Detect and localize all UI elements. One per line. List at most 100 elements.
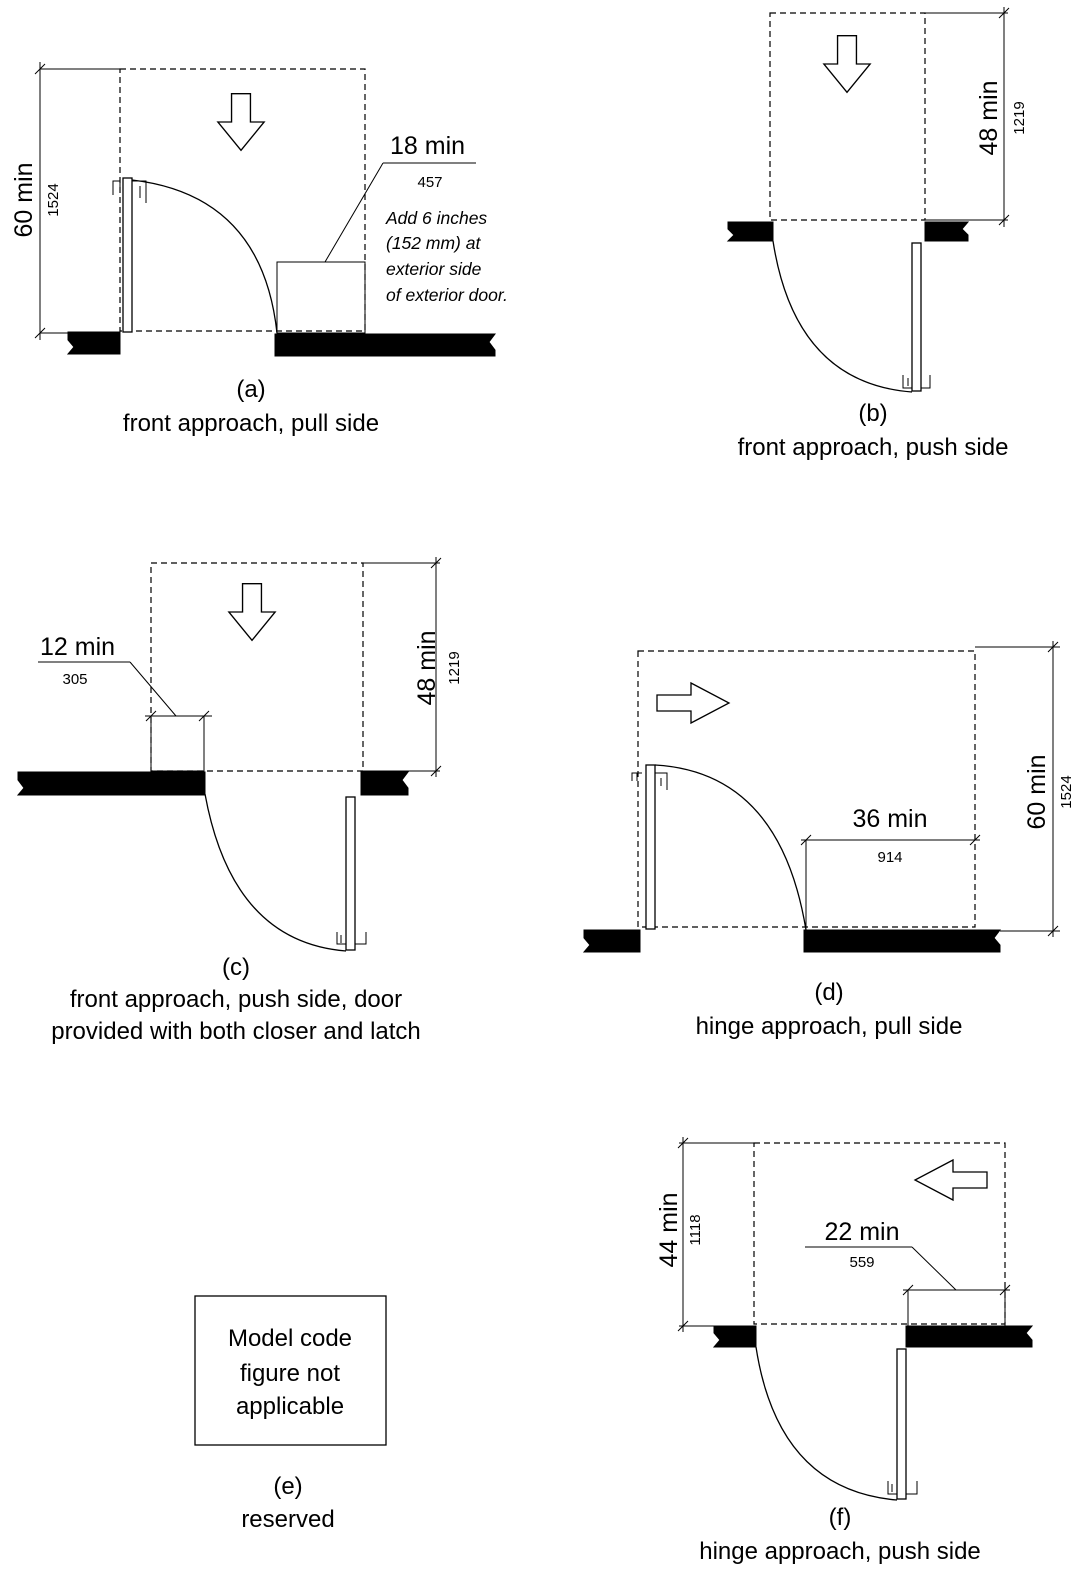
figure-d: 60 min 1524 36 min 914 (d) hinge approac… bbox=[582, 641, 1075, 1040]
door-swing-arc-f bbox=[755, 1346, 898, 1501]
latch-dimension-c: 12 min bbox=[40, 633, 115, 661]
dim-tick bbox=[999, 1284, 1011, 1296]
figure-caption-a: front approach, pull side bbox=[123, 410, 379, 437]
dim-tick bbox=[800, 834, 812, 846]
approach-arrow-right-icon bbox=[656, 682, 730, 724]
door-hardware-icon bbox=[336, 932, 367, 945]
wall-left-c bbox=[16, 771, 206, 796]
dim-tick bbox=[969, 834, 981, 846]
dim-tick bbox=[677, 1137, 689, 1149]
door-swing-arc-b bbox=[772, 240, 913, 393]
figure-letter-c: (c) bbox=[222, 954, 250, 981]
depth-dimension-a: 60 min bbox=[10, 162, 38, 237]
box-text-line-1: Model code bbox=[228, 1325, 352, 1352]
latch-metric-c: 305 bbox=[62, 671, 87, 688]
note-line-1: Add 6 inches bbox=[385, 208, 487, 228]
dim-tick bbox=[34, 327, 46, 339]
latch-metric-d: 914 bbox=[877, 849, 902, 866]
figure-caption-f: hinge approach, push side bbox=[699, 1538, 981, 1565]
wall-left-a bbox=[66, 331, 121, 355]
depth-dimension-c: 48 min bbox=[413, 630, 441, 705]
depth-metric-b: 1219 bbox=[1011, 101, 1028, 134]
depth-metric-a: 1524 bbox=[45, 183, 62, 216]
note-line-4: of exterior door. bbox=[386, 285, 508, 305]
wall-right-f bbox=[905, 1325, 1034, 1348]
latch-dimension-f: 22 min bbox=[824, 1218, 899, 1246]
figure-letter-d: (d) bbox=[814, 979, 843, 1006]
wall-left-f bbox=[712, 1325, 757, 1348]
depth-metric-d: 1524 bbox=[1058, 775, 1075, 808]
door-leaf-f bbox=[896, 1348, 907, 1500]
figure-e: Model code figure not applicable (e) res… bbox=[194, 1295, 387, 1533]
figure-a: 60 min 1524 18 min 457 Add 6 inches (152… bbox=[10, 62, 508, 437]
depth-metric-c: 1219 bbox=[446, 651, 463, 684]
figure-letter-a: (a) bbox=[236, 376, 265, 403]
figure-letter-e: (e) bbox=[273, 1473, 302, 1500]
wall-right-c bbox=[360, 771, 409, 796]
dim-tick bbox=[677, 1320, 689, 1332]
door-leaf-c bbox=[345, 796, 356, 951]
figure-letter-f: (f) bbox=[829, 1504, 852, 1531]
dim-tick bbox=[198, 710, 210, 722]
wall-right-a bbox=[274, 333, 496, 357]
door-swing-arc-d bbox=[654, 764, 807, 931]
note-line-3: exterior side bbox=[386, 259, 482, 279]
clear-floor-space-c bbox=[150, 562, 364, 772]
figure-b: 48 min 1219 (b) front approach, push sid… bbox=[726, 7, 1028, 461]
box-text-line-2: figure not bbox=[240, 1360, 340, 1387]
figure-f: 44 min 1118 22 min 559 (f) hinge approac… bbox=[655, 1137, 1034, 1565]
leader-line-a bbox=[324, 162, 384, 263]
figure-caption-c-line-2: provided with both closer and latch bbox=[51, 1018, 421, 1045]
latch-metric-f: 559 bbox=[849, 1254, 874, 1271]
dim-tick bbox=[430, 557, 442, 569]
wall-right-d bbox=[803, 929, 1001, 953]
latch-dimension-a: 18 min bbox=[390, 132, 465, 160]
note-line-2: (152 mm) at bbox=[386, 233, 481, 253]
latch-side-clearance-a bbox=[276, 261, 366, 334]
dim-tick bbox=[998, 214, 1010, 226]
figure-c: 48 min 1219 12 min 305 (c) front approac… bbox=[16, 557, 463, 1045]
figure-caption-d: hinge approach, pull side bbox=[696, 1013, 963, 1040]
not-applicable-box bbox=[194, 1295, 387, 1446]
door-leaf-a bbox=[122, 177, 133, 333]
figure-letter-b: (b) bbox=[858, 400, 887, 427]
figure-caption-c-line-1: front approach, push side, door bbox=[70, 986, 402, 1013]
wall-left-b bbox=[726, 221, 774, 242]
clear-floor-space-b bbox=[769, 12, 926, 221]
approach-arrow-down-icon bbox=[228, 582, 276, 642]
depth-dimension-d: 60 min bbox=[1023, 754, 1051, 829]
clear-floor-space-a bbox=[119, 68, 366, 332]
dim-tick bbox=[1047, 925, 1059, 937]
door-swing-arc-c bbox=[204, 793, 347, 952]
approach-arrow-left-icon bbox=[914, 1159, 988, 1201]
clear-floor-space-f bbox=[753, 1142, 1006, 1325]
door-swing-arc-a bbox=[131, 179, 278, 334]
depth-dimension-f: 44 min bbox=[655, 1192, 683, 1267]
depth-dimension-b: 48 min bbox=[975, 80, 1003, 155]
dim-tick bbox=[902, 1284, 914, 1296]
latch-dimension-d: 36 min bbox=[852, 805, 927, 833]
door-hardware-icon bbox=[902, 375, 931, 389]
wall-left-d bbox=[582, 929, 641, 953]
figure-caption-b: front approach, push side bbox=[738, 434, 1009, 461]
box-text-line-3: applicable bbox=[236, 1393, 344, 1420]
dim-tick bbox=[998, 7, 1010, 19]
approach-arrow-down-icon bbox=[217, 92, 265, 152]
approach-arrow-down-icon bbox=[823, 34, 871, 94]
door-hardware-icon bbox=[631, 772, 668, 790]
door-leaf-d bbox=[645, 764, 656, 930]
dim-tick bbox=[145, 710, 157, 722]
leader-line-f bbox=[911, 1246, 957, 1291]
latch-metric-a: 457 bbox=[417, 174, 442, 191]
latch-side-clearance-c bbox=[150, 715, 205, 772]
dim-tick bbox=[34, 63, 46, 75]
figure-caption-e: reserved bbox=[241, 1506, 334, 1533]
door-hardware-icon bbox=[887, 1481, 918, 1495]
dim-tick bbox=[430, 765, 442, 777]
leader-line-c bbox=[129, 661, 177, 717]
dim-tick bbox=[1047, 641, 1059, 653]
wall-right-b bbox=[924, 221, 970, 242]
depth-metric-f: 1118 bbox=[687, 1214, 704, 1245]
door-leaf-b bbox=[911, 242, 922, 392]
